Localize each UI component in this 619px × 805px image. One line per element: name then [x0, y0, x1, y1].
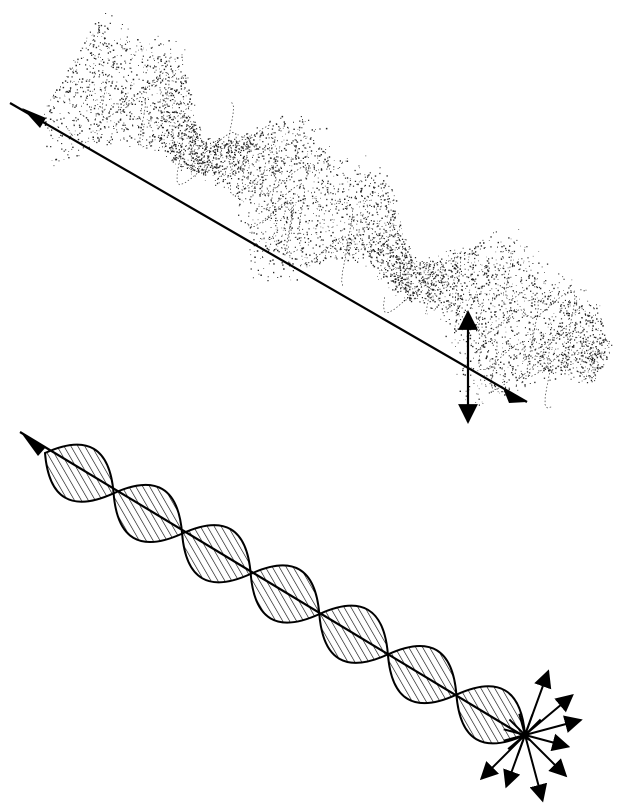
swirl-stroke — [548, 343, 593, 370]
wave-lobe — [251, 565, 320, 622]
wave-lobe — [114, 485, 183, 542]
swirl-stroke — [346, 206, 382, 256]
swirl-stroke — [421, 256, 461, 306]
upper-propagation-arrow — [10, 103, 527, 402]
wave-lobe — [182, 525, 251, 582]
wave-lobe — [456, 686, 525, 743]
swirl-stroke — [533, 301, 577, 349]
swirl-stroke — [305, 237, 348, 286]
upper-arrowhead-end — [503, 388, 527, 403]
burst-arrow — [519, 714, 542, 801]
upper-panel — [10, 13, 612, 422]
burst-arrow — [509, 719, 566, 776]
lower-propagation-arrow — [20, 432, 530, 740]
stippled-wave-cloud — [43, 13, 612, 406]
lower-panel — [20, 432, 581, 801]
swirl-stroke — [267, 184, 305, 234]
swirl-stroke — [262, 163, 308, 195]
swirl-stroke — [478, 299, 524, 336]
upper-arrowhead-start — [22, 108, 46, 128]
swirl-stroke — [228, 102, 270, 152]
stipple-dots — [43, 13, 612, 406]
swirl-stroke — [156, 72, 191, 122]
swirl-stroke — [479, 343, 525, 370]
swirl-stroke — [120, 97, 155, 147]
wave-swirl-strokes — [102, 72, 593, 408]
